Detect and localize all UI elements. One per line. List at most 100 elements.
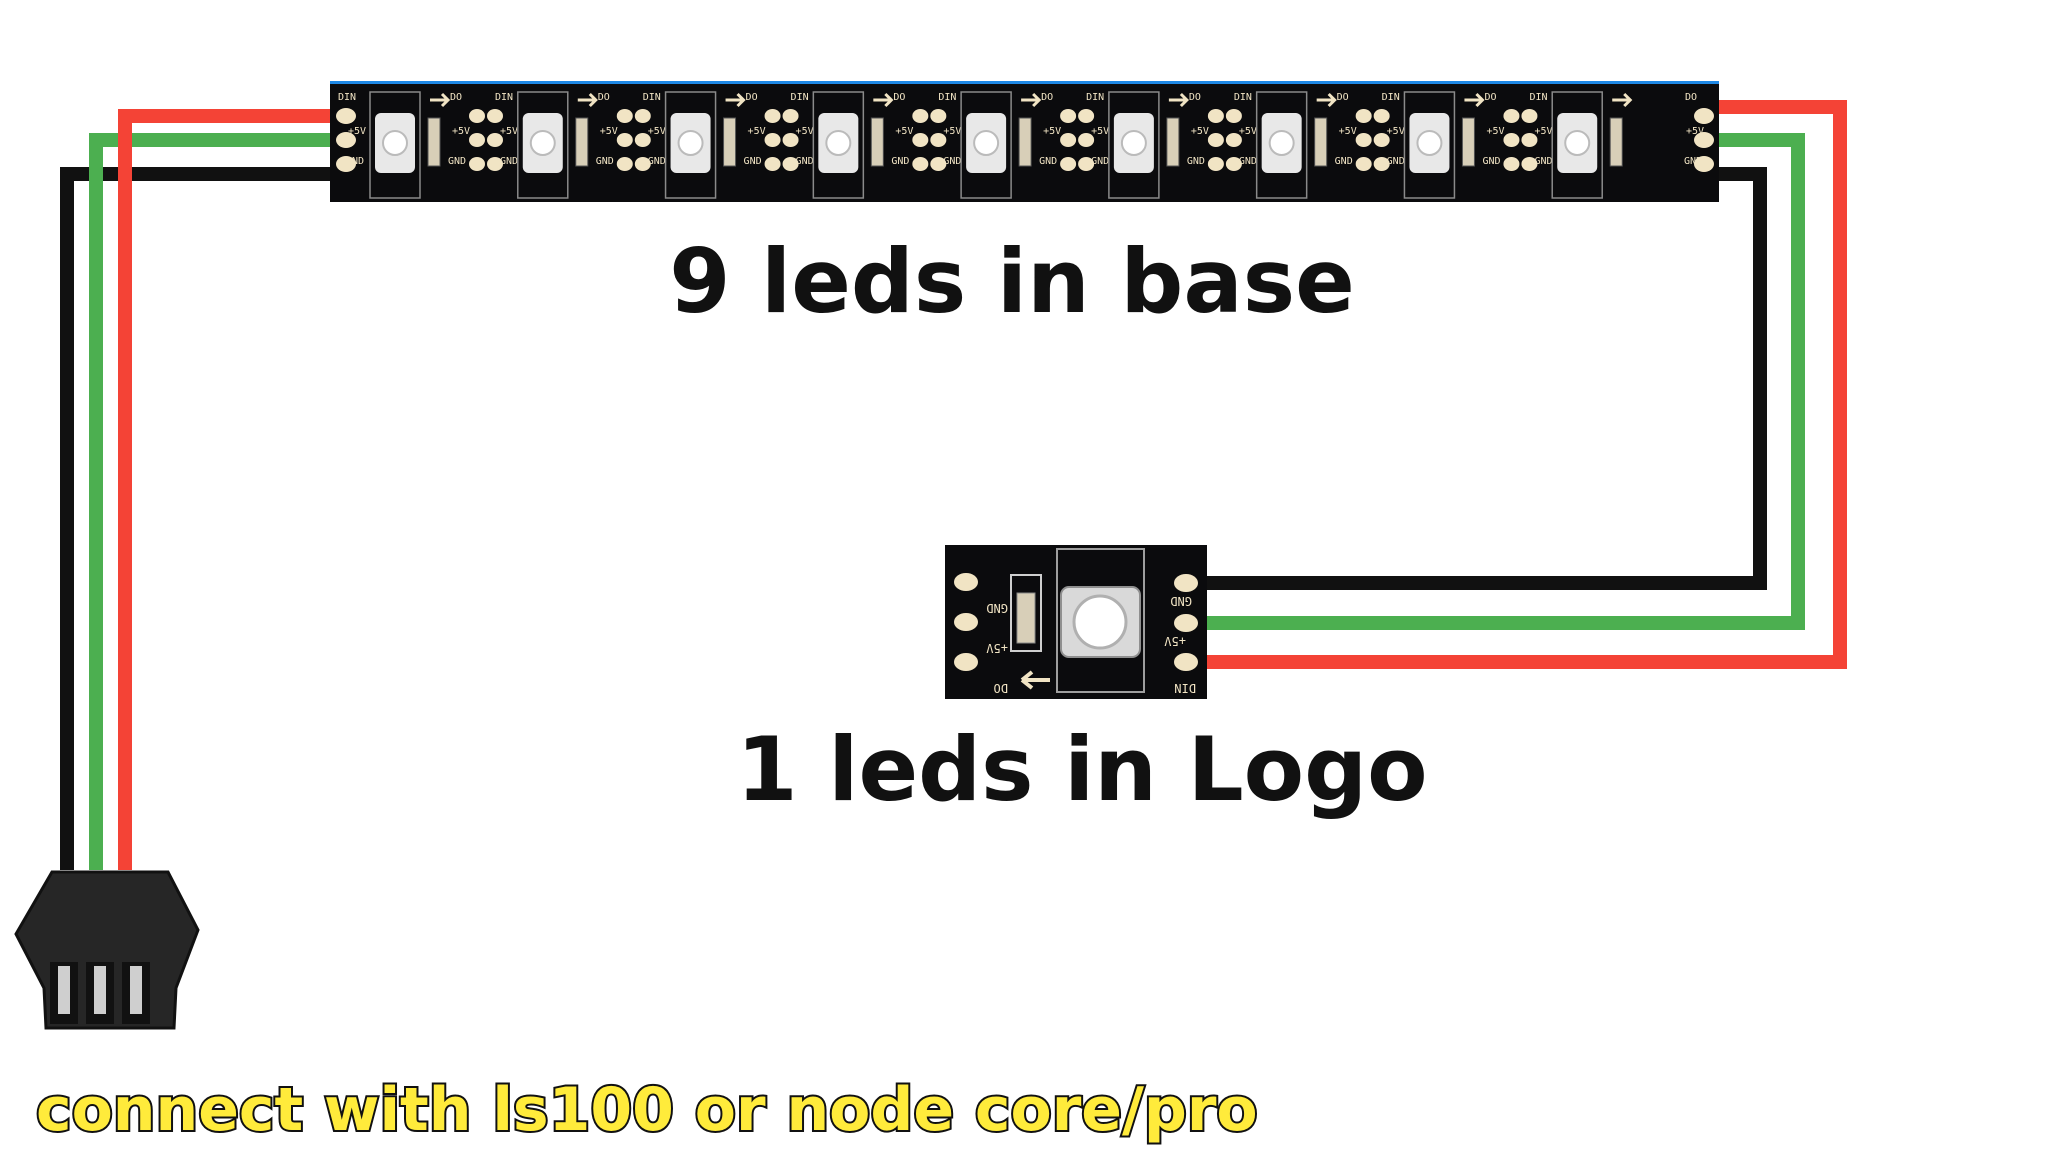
strip-led-lens-9 [1564, 130, 1591, 156]
strip-label-din-2: DIN [495, 92, 513, 103]
strip-pad-3-a3 [764, 157, 781, 171]
strip-resistor-5 [1018, 117, 1032, 167]
strip-pad-4-a3 [912, 157, 929, 171]
strip-pad-2-b2 [634, 133, 651, 147]
strip-led-lens-1 [382, 130, 408, 156]
strip-label-gnd-b-7: GND [1387, 156, 1405, 167]
strip-pad-8-b1 [1521, 109, 1538, 123]
strip-label-vcc-b-1: +5V [500, 126, 518, 137]
strip-pad-5-b1 [1078, 109, 1095, 123]
strip-pad-6-a1 [1207, 109, 1224, 123]
arrow-right-icon [873, 92, 894, 108]
logo-pad-right-din [1174, 653, 1198, 671]
strip-label-gnd-b-6: GND [1239, 156, 1257, 167]
strip-resistor-7 [1314, 117, 1328, 167]
strip-label-do-7: DO [1337, 92, 1349, 103]
strip-led-lens-5 [973, 130, 1000, 156]
logo-board-led-lens [1072, 594, 1128, 650]
strip-pad-6-b1 [1225, 109, 1242, 123]
strip-label-gnd-end: GND [1684, 156, 1702, 167]
wire-red-right [1190, 100, 1847, 669]
strip-label-do-5: DO [1041, 92, 1053, 103]
strip-label-din-4: DIN [791, 92, 809, 103]
strip-label-din-start: DIN [338, 92, 356, 103]
strip-label-vcc-b-7: +5V [1387, 126, 1405, 137]
strip-label-vcc-2: +5V [600, 126, 618, 137]
strip-pad-2-b1 [634, 109, 651, 123]
strip-output-pad-2 [1694, 132, 1714, 148]
led-strip-content: DIN +5V GND DO +5V GND DO DIN +5V +5V GND GND DO DIN +… [336, 91, 1714, 199]
logo-pad-left-2 [954, 613, 978, 631]
strip-led-frame-1 [369, 91, 421, 199]
strip-pad-5-a2 [1060, 133, 1077, 147]
strip-label-vcc-7: +5V [1339, 126, 1357, 137]
strip-label-din-8: DIN [1382, 92, 1400, 103]
strip-label-vcc-b-8: +5V [1534, 126, 1552, 137]
strip-pad-7-b1 [1373, 109, 1390, 123]
strip-label-gnd-2: GND [596, 156, 614, 167]
strip-label-gnd-b-1: GND [500, 156, 518, 167]
strip-resistor-6 [1166, 117, 1180, 167]
strip-input-pad-1 [336, 108, 356, 124]
strip-led-frame-4 [812, 91, 865, 199]
strip-label-vcc-b-2: +5V [648, 126, 666, 137]
wires [60, 100, 1847, 870]
strip-resistor-3 [723, 117, 737, 167]
strip-label-din-6: DIN [1086, 92, 1104, 103]
arrow-right-icon [430, 92, 451, 108]
strip-pad-3-a1 [764, 109, 781, 123]
strip-label-vcc-b-4: +5V [943, 126, 961, 137]
strip-pad-4-a2 [912, 133, 929, 147]
logo-board-silkscreen-box [1010, 574, 1042, 652]
strip-pad-1-a1 [469, 109, 485, 123]
strip-label-gnd-b-8: GND [1534, 156, 1552, 167]
strip-led-frame-2 [517, 91, 569, 199]
strip-led-frame-6 [1108, 91, 1160, 199]
arrow-right-icon [1316, 92, 1337, 108]
strip-pad-3-a2 [764, 133, 781, 147]
strip-label-din-3: DIN [643, 92, 661, 103]
strip-label-vcc-end: +5V [1686, 126, 1704, 137]
strip-led-lens-2 [529, 130, 556, 156]
strip-pad-5-b2 [1078, 133, 1095, 147]
strip-pad-8-b2 [1521, 133, 1538, 147]
strip-pad-7-a1 [1355, 109, 1372, 123]
logo-pad-left-1 [954, 573, 978, 591]
strip-pad-1-a2 [469, 133, 485, 147]
strip-pad-1-a3 [469, 157, 485, 171]
strip-pad-8-a3 [1503, 157, 1520, 171]
strip-label-vcc-8: +5V [1486, 126, 1504, 137]
logo-pad-left-3 [954, 653, 978, 671]
strip-pad-3-b2 [782, 133, 799, 147]
strip-label-gnd-b-2: GND [648, 156, 666, 167]
strip-label-din-7: DIN [1234, 92, 1252, 103]
strip-label-din-9: DIN [1529, 92, 1547, 103]
strip-input-pad-3 [336, 156, 356, 172]
strip-output-pad-3 [1694, 156, 1714, 172]
wire-black-right [1190, 167, 1767, 590]
strip-pad-1-b3 [487, 157, 503, 171]
logo-pad-right-vcc [1174, 614, 1198, 632]
logo-label-vcc-left: +5V [986, 641, 1008, 655]
strip-pad-7-b2 [1373, 133, 1390, 147]
strip-led-frame-7 [1255, 91, 1308, 199]
strip-title: 9 leds in base [669, 230, 1355, 333]
strip-input-pad-2 [336, 132, 356, 148]
strip-label-gnd-3: GND [744, 156, 762, 167]
strip-pad-7-a2 [1355, 133, 1372, 147]
strip-pad-7-a3 [1355, 157, 1372, 171]
strip-label-vcc-4: +5V [895, 126, 913, 137]
strip-pad-2-a3 [616, 157, 633, 171]
strip-pad-2-a2 [616, 133, 633, 147]
jst-connector [14, 870, 200, 1030]
strip-label-vcc-b-6: +5V [1239, 126, 1257, 137]
strip-label-do-2: DO [598, 92, 610, 103]
strip-led-lens-8 [1416, 130, 1443, 156]
connector-pin-3 [130, 966, 142, 1014]
led-strip-top-edge [330, 81, 1719, 86]
logo-label-do: DO [994, 681, 1008, 695]
strip-resistor-2 [575, 117, 589, 167]
arrow-right-icon [1168, 92, 1190, 108]
arrow-right-icon [577, 92, 598, 108]
